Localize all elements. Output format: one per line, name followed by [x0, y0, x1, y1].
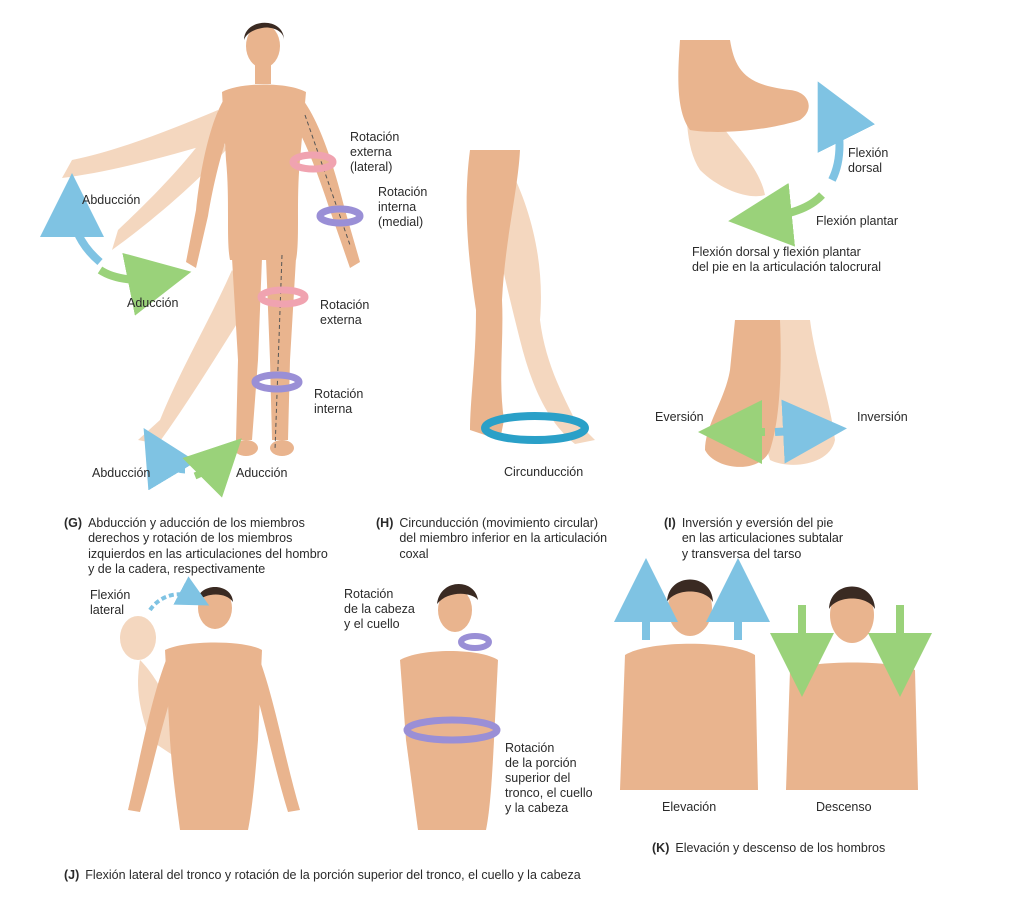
ghost-arm-mid — [112, 118, 226, 250]
caption-h-text: Circunducción (movimiento circular) del … — [399, 515, 608, 561]
figure-i-top — [678, 40, 875, 247]
leg-main-h — [466, 150, 520, 440]
hair-k1 — [667, 579, 713, 602]
caption-g-text: Abducción y aducción de los miembros der… — [88, 515, 328, 577]
head — [246, 24, 280, 68]
figure-k-elev — [614, 558, 770, 790]
caption-k: (K) Elevación y descenso de los hombros — [652, 825, 885, 872]
torso-k2 — [786, 662, 918, 790]
hair — [244, 22, 284, 40]
arrow-aduccion-arm — [97, 252, 192, 316]
label-eversion: Eversión — [655, 410, 704, 424]
label-rot-interna: Rotación interna — [314, 387, 364, 416]
hair-j2 — [437, 583, 478, 604]
label-aduccion-mid: Aducción — [127, 296, 179, 310]
foot-main-top — [678, 40, 809, 132]
caption-j-letter: (J) — [64, 867, 80, 882]
torso-k1 — [620, 643, 758, 790]
figure-g — [40, 22, 364, 498]
label-talocrural: Flexión dorsal y flexión plantar del pie… — [692, 245, 881, 274]
figure-j-left — [120, 576, 300, 830]
foot-main-ev — [705, 320, 781, 467]
leg-ghost-h — [488, 150, 595, 444]
label-aduccion-bottom: Aducción — [236, 466, 288, 480]
arrow-aduccion-leg — [182, 438, 242, 498]
caption-k-text: Elevación y descenso de los hombros — [675, 840, 886, 855]
arm-left — [292, 96, 360, 268]
foot-right — [234, 440, 258, 456]
hair-k2 — [829, 586, 875, 609]
caption-g-letter: (G) — [64, 515, 83, 530]
figure-i-bottom — [698, 320, 847, 467]
ring-ext-leg — [257, 286, 309, 308]
figure-h — [466, 150, 595, 444]
arrow-abduccion-arm — [40, 173, 105, 266]
arm-j-l — [128, 655, 180, 812]
ring-trunk-j2 — [403, 716, 501, 744]
label-flexion-plantar: Flexión plantar — [816, 214, 898, 228]
neck — [255, 64, 271, 84]
label-abduccion-bottom: Abducción — [92, 466, 151, 480]
ring-int-arm — [316, 205, 364, 227]
arm-right — [186, 96, 234, 268]
arrow-flexion-plantar — [728, 182, 825, 247]
arrow-abduccion-leg — [143, 427, 197, 491]
label-descenso: Descenso — [816, 800, 872, 814]
leg-right — [232, 258, 262, 440]
caption-k-letter: (K) — [652, 840, 670, 855]
label-elevacion: Elevación — [662, 800, 717, 814]
figure-j-mid — [400, 583, 501, 830]
caption-h: (H) Circunducción (movimiento circular) d… — [376, 500, 607, 578]
caption-j-text: Flexión lateral del tronco y rotación de… — [85, 867, 581, 882]
caption-j: (J) Flexión lateral del tronco y rotación… — [64, 852, 581, 899]
caption-h-letter: (H) — [376, 515, 394, 530]
arrow-flexion-lateral-j — [148, 576, 210, 612]
label-flexion-dorsal: Flexión dorsal — [848, 146, 889, 175]
label-inversion: Inversión — [857, 410, 908, 424]
ring-ext-arm — [289, 151, 337, 173]
foot-left — [270, 440, 294, 456]
torso-j — [165, 642, 262, 830]
circ-arrow-ring — [481, 412, 589, 444]
ring-int-leg — [251, 371, 303, 393]
ghost-arm-raised — [62, 110, 222, 178]
arrow-inversion — [774, 399, 847, 464]
label-rot-externa: Rotación externa — [320, 298, 370, 327]
arrow-flexion-dorsal — [817, 81, 875, 182]
ghost-head-j — [120, 616, 156, 660]
ghost-leg — [138, 270, 252, 444]
caption-i-letter: (I) — [664, 515, 676, 530]
anatomy-illustration — [40, 22, 932, 830]
caption-i-text: Inversión y eversión del pie en las arti… — [681, 515, 844, 561]
label-flexion-lateral: Flexión lateral — [90, 588, 131, 617]
head-j2 — [438, 588, 472, 632]
label-rot-porcion: Rotación de la porción superior del tron… — [505, 741, 593, 815]
torso — [222, 84, 306, 260]
label-rot-cabeza: Rotación de la cabeza y el cuello — [344, 587, 415, 631]
axis-leg — [274, 254, 283, 451]
figure-k-desc — [770, 586, 932, 790]
caption-g: (G) Abducción y aducción de los miembros … — [64, 500, 328, 593]
label-abduccion-top: Abducción — [82, 193, 141, 207]
label-rot-int-medial: Rotación interna (medial) — [378, 185, 428, 229]
label-rot-ext-lateral: Rotación externa (lateral) — [350, 130, 400, 174]
head-k1 — [668, 580, 712, 636]
caption-i: (I) Inversión y eversión del pie en las a… — [664, 500, 843, 578]
label-circunduccion: Circunducción — [504, 465, 584, 479]
head-k2 — [830, 587, 874, 643]
ring-neck-j2 — [458, 633, 492, 651]
arm-j-r — [250, 655, 300, 812]
